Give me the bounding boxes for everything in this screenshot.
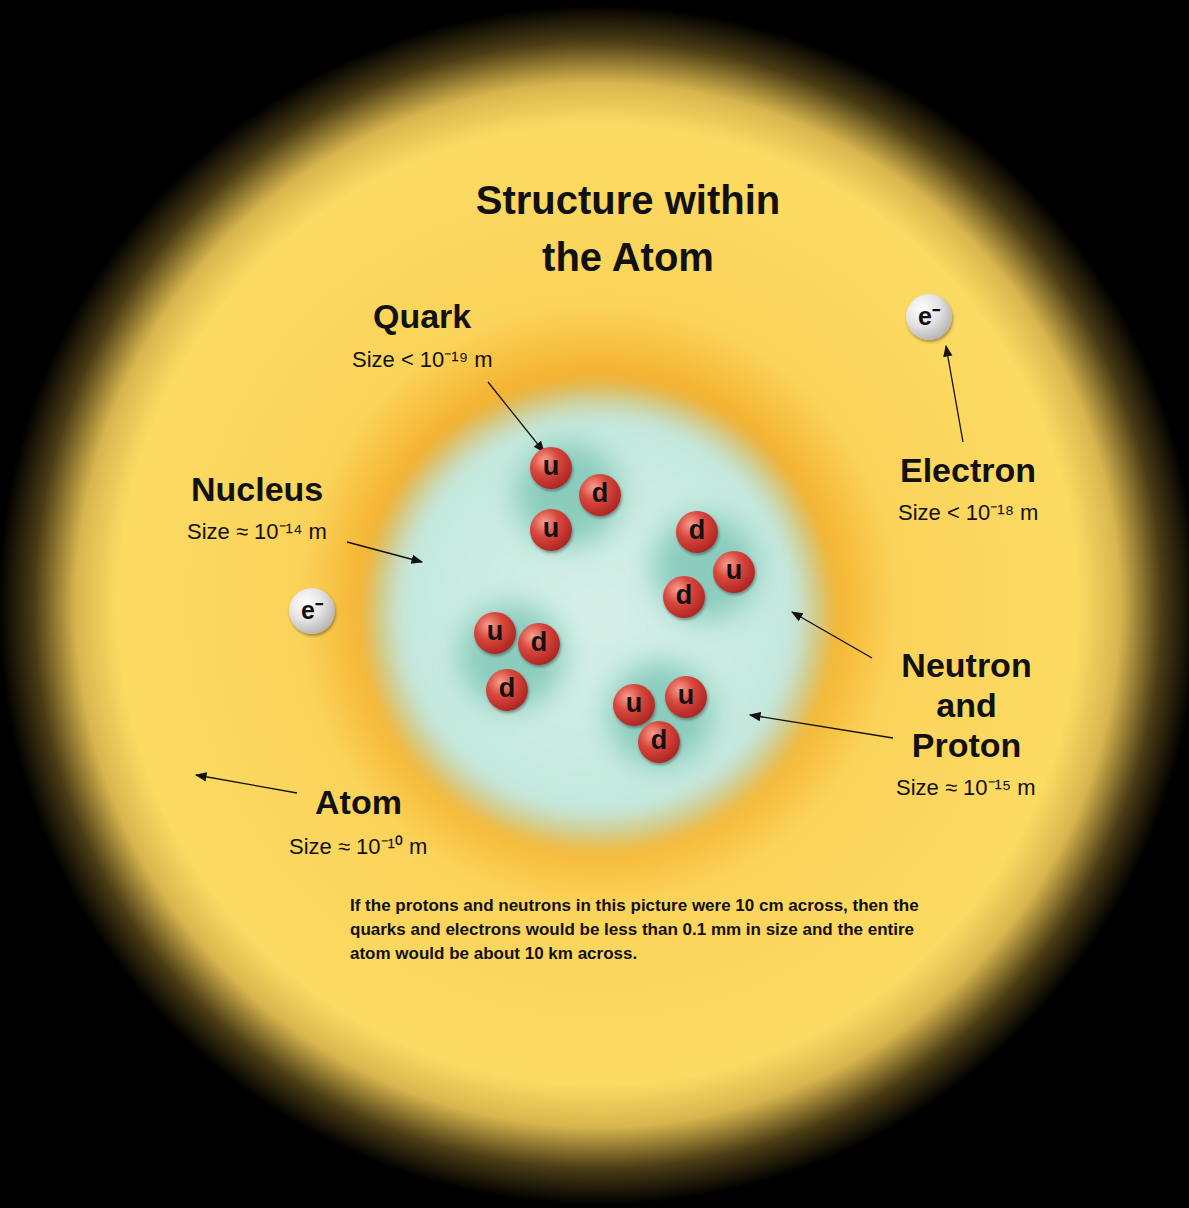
size-note: Size ≈ 10⁻¹⁴ m (187, 519, 327, 545)
size-note: Size ≈ 10⁻¹⁰ m (289, 834, 427, 860)
title: Structure within the Atom (463, 172, 793, 286)
quark-ball: u (713, 551, 755, 593)
electron-label: Electron (900, 450, 1036, 490)
quark-letter: u (626, 690, 643, 717)
atom-label: Atom (315, 782, 402, 822)
quark-letter: d (531, 629, 548, 656)
quark-ball: u (474, 612, 516, 654)
quark-ball: d (676, 511, 718, 553)
quark-letter: d (499, 675, 516, 702)
electron-symbol: e⁻ (301, 598, 323, 623)
quark-letter: d (676, 582, 693, 609)
quark-letter: u (543, 453, 560, 480)
quark-ball: d (663, 576, 705, 618)
nucleon-label: Neutron and Proton (884, 645, 1049, 765)
electron-symbol: e⁻ (918, 304, 940, 329)
size-note: Size ≈ 10⁻¹⁵ m (896, 775, 1035, 801)
quark-letter: u (487, 618, 504, 645)
quark-ball: u (613, 684, 655, 726)
nucleons (460, 443, 757, 766)
size-note: Size < 10⁻¹⁹ m (352, 347, 493, 373)
size-note: Size < 10⁻¹⁸ m (898, 500, 1038, 526)
electron-ball: e⁻ (906, 294, 952, 340)
quark-ball: u (665, 676, 707, 718)
quark-ball: d (638, 721, 680, 763)
nucleus (366, 383, 830, 847)
quark-letter: u (543, 515, 560, 542)
quark-ball: d (518, 623, 560, 665)
quark-ball: d (486, 669, 528, 711)
quark-ball: u (530, 447, 572, 489)
quark-ball: u (530, 509, 572, 551)
quark-letter: d (651, 727, 668, 754)
quark-letter: u (726, 557, 743, 584)
leader-lines (196, 346, 963, 793)
nucleus-label: Nucleus (191, 469, 323, 509)
quark-letter: d (689, 517, 706, 544)
caption: If the protons and neutrons in this pict… (350, 894, 925, 966)
quark-letter: u (678, 682, 695, 709)
quark-letter: d (592, 480, 609, 507)
quark-ball: d (579, 474, 621, 516)
quark-label: Quark (373, 296, 471, 336)
electron-ball: e⁻ (289, 588, 335, 634)
